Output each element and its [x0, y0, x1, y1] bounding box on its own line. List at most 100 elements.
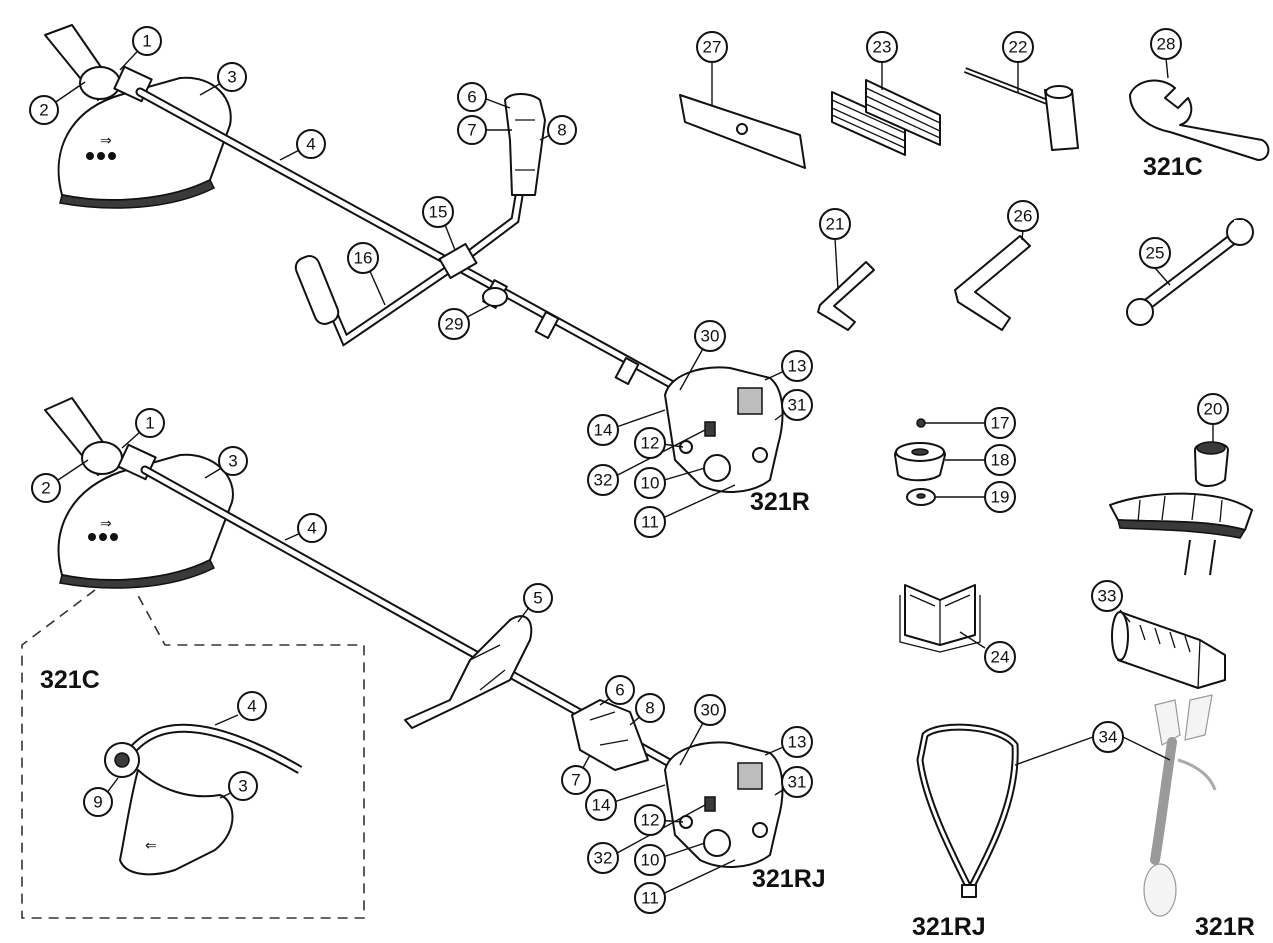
svg-text:4: 4	[306, 135, 315, 154]
callout-23: 23	[866, 31, 898, 63]
model-label-321r-harness: 321R	[1195, 913, 1255, 941]
callout-3: 3	[228, 771, 258, 801]
callout-9: 9	[83, 787, 113, 817]
callout-1: 1	[135, 408, 165, 438]
svg-text:32: 32	[594, 849, 613, 868]
callout-4: 4	[296, 129, 326, 159]
svg-text:14: 14	[592, 796, 611, 815]
callout-12: 12	[634, 427, 666, 459]
callout-5: 5	[523, 583, 553, 613]
svg-text:2: 2	[41, 479, 50, 498]
callout-34: 34	[1092, 721, 1124, 753]
callout-28: 28	[1150, 28, 1182, 60]
callout-6: 6	[457, 82, 487, 112]
inset-321c: 321C ⇐ 4 9 3	[21, 589, 365, 919]
callout-19: 19	[984, 481, 1016, 513]
svg-text:3: 3	[228, 452, 237, 471]
svg-text:7: 7	[467, 121, 476, 140]
upper-engine-vent	[737, 387, 763, 415]
accessory-harness-321r	[1143, 694, 1217, 917]
model-label-321c-wrench: 321C	[1143, 153, 1203, 181]
svg-text:8: 8	[557, 121, 566, 140]
upper-guard-arrow: ⇒	[100, 132, 112, 148]
svg-text:6: 6	[615, 681, 624, 700]
svg-text:12: 12	[641, 811, 660, 830]
callout-11: 11	[634, 506, 666, 538]
svg-text:11: 11	[641, 889, 659, 908]
upper-callouts: 1 2 3 4 6 7 8 15 16 29 30 13 31 14 12 32…	[29, 26, 813, 538]
lower-gear-head	[81, 441, 123, 475]
callout-32: 32	[587, 464, 619, 496]
svg-text:13: 13	[788, 357, 807, 376]
svg-text:11: 11	[641, 513, 659, 532]
callout-13: 13	[781, 726, 813, 758]
upper-handle-clamp	[438, 242, 478, 280]
callout-16: 16	[347, 242, 379, 274]
upper-throttle-grip	[504, 93, 546, 196]
accessory-nut-17	[916, 418, 926, 428]
upper-left-grip	[294, 255, 340, 325]
lower-guard-dot	[88, 533, 96, 541]
upper-shaft-collar	[614, 357, 640, 385]
svg-text:21: 21	[826, 215, 845, 234]
accessory-hex-key-21	[817, 261, 875, 331]
callout-13: 13	[781, 350, 813, 382]
callout-4: 4	[237, 691, 267, 721]
svg-text:3: 3	[227, 68, 236, 87]
upper-trimmer-assembly: ⇒	[44, 24, 784, 493]
svg-text:6: 6	[467, 88, 476, 107]
svg-text:31: 31	[788, 773, 807, 792]
lower-starter-pulley	[703, 829, 731, 857]
svg-text:25: 25	[1146, 244, 1165, 263]
callout-32: 32	[587, 842, 619, 874]
callout-29: 29	[438, 308, 470, 340]
callout-31: 31	[781, 389, 813, 421]
svg-text:9: 9	[93, 793, 102, 812]
svg-text:34: 34	[1099, 728, 1118, 747]
accessory-wrench-28	[1129, 79, 1270, 161]
callout-4: 4	[297, 513, 327, 543]
callout-30: 30	[694, 694, 726, 726]
callout-21: 21	[819, 208, 851, 240]
callout-8: 8	[635, 693, 665, 723]
svg-text:20: 20	[1204, 400, 1223, 419]
accessory-wrench-25	[1126, 218, 1254, 326]
callout-11: 11	[634, 882, 666, 914]
accessory-socket-wrench-22	[963, 67, 1079, 151]
lower-loop-handle	[404, 615, 533, 729]
lower-guard-dot	[110, 533, 118, 541]
accessory-manual-24	[899, 584, 981, 653]
lower-guard-arrow: ⇒	[100, 515, 112, 531]
svg-text:4: 4	[247, 697, 256, 716]
svg-text:3: 3	[238, 777, 247, 796]
svg-text:16: 16	[354, 249, 373, 268]
lower-guard-edge	[59, 558, 216, 589]
svg-text:18: 18	[991, 451, 1010, 470]
inset-guard	[119, 769, 234, 876]
callout-25: 25	[1139, 237, 1171, 269]
svg-text:2: 2	[39, 101, 48, 120]
accessory-files-23	[831, 79, 941, 156]
svg-text:4: 4	[307, 519, 316, 538]
svg-text:24: 24	[991, 648, 1010, 667]
lower-throttle-grip	[571, 699, 649, 771]
model-label-321rj-lower: 321RJ	[752, 865, 826, 893]
callout-15: 15	[422, 196, 454, 228]
svg-text:17: 17	[991, 414, 1010, 433]
svg-text:29: 29	[445, 315, 464, 334]
svg-text:30: 30	[701, 701, 720, 720]
lower-engine-cap	[752, 822, 768, 838]
accessory-hex-key-26	[954, 235, 1031, 331]
lower-guard-dot	[99, 533, 107, 541]
upper-shaft-collar	[534, 311, 560, 339]
svg-text:23: 23	[873, 38, 892, 57]
svg-text:28: 28	[1157, 35, 1176, 54]
callout-30: 30	[694, 320, 726, 352]
svg-text:19: 19	[991, 488, 1010, 507]
callout-17: 17	[984, 407, 1016, 439]
svg-text:22: 22	[1009, 38, 1028, 57]
callout-1: 1	[132, 26, 162, 56]
accessory-nylon-head-guard-20	[1109, 441, 1253, 576]
callout-18: 18	[984, 444, 1016, 476]
upper-gear-head	[79, 66, 121, 100]
